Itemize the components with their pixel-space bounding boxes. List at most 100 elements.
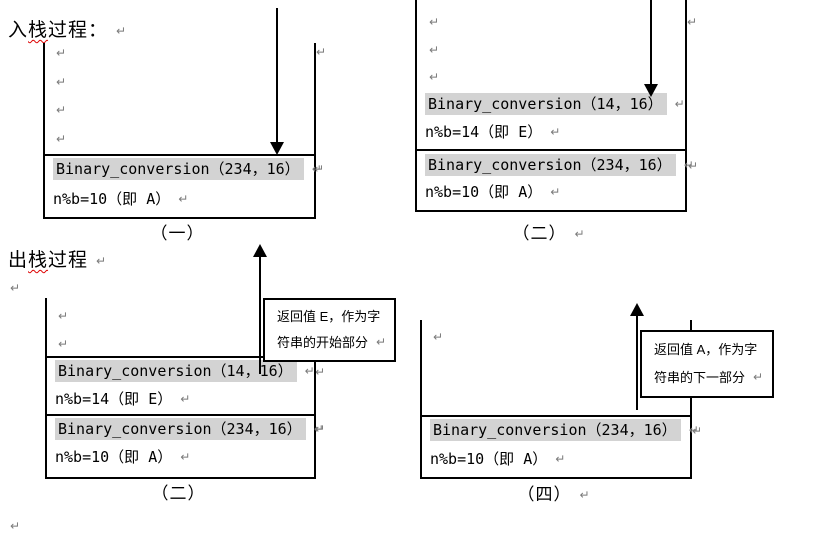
callout-text: 返回值 A，作为字 xyxy=(654,342,758,357)
up-arrow-icon xyxy=(630,303,644,316)
paragraph-mark-icon: ↵ xyxy=(56,132,67,146)
stack-call-row: Binary_conversion（14，16） ↵ xyxy=(55,360,315,382)
caption-text: （二） xyxy=(512,224,567,243)
highlighted-call-text: Binary_conversion（14，16） xyxy=(425,93,667,115)
paragraph-mark-icon: ↵ xyxy=(433,330,444,344)
stack-call-row: Binary_conversion（234，16） ↵ xyxy=(55,418,324,440)
stack-call-row: Binary_conversion（14，16） ↵ xyxy=(425,93,685,115)
mod-result-text: n%b=10（即 A） xyxy=(425,183,543,201)
paragraph-mark-icon: ↵ xyxy=(178,192,189,206)
mod-result-row: n%b=10（即 A） ↵ xyxy=(430,449,565,469)
highlighted-call-text: Binary_conversion（234，16） xyxy=(53,158,304,180)
callout-text: 符串的下一部分 xyxy=(654,370,746,385)
callout-text: 符串的开始部分 xyxy=(277,335,369,350)
paragraph-mark-icon: ↵ xyxy=(674,97,685,111)
up-arrow-shaft xyxy=(636,316,638,410)
spellcheck-squiggle: 栈 xyxy=(28,250,49,271)
paragraph-mark-icon: ↵ xyxy=(376,335,387,349)
stack-call-row: Binary_conversion（234，16） ↵ xyxy=(53,158,322,180)
paragraph-mark-icon: ↵ xyxy=(429,70,440,84)
mod-result-text: n%b=10（即 A） xyxy=(55,448,173,466)
callout-return-a: 返回值 A，作为字 符串的下一部分 ↵ xyxy=(640,330,774,398)
paragraph-mark-icon: ↵ xyxy=(315,365,326,379)
paragraph-mark-icon: ↵ xyxy=(683,158,694,172)
paragraph-mark-icon: ↵ xyxy=(574,227,586,241)
paragraph-mark-icon: ↵ xyxy=(314,162,325,176)
title-text: 过程： xyxy=(48,20,109,41)
stack-diagram-3: ↵ ↵ Binary_conversion（14，16） ↵ n%b=14（即 E… xyxy=(45,298,324,479)
paragraph-mark-icon: ↵ xyxy=(58,309,69,323)
push-process-title: 入栈过程： ↵ xyxy=(8,15,127,42)
paragraph-mark-icon: ↵ xyxy=(10,519,21,533)
frame-divider xyxy=(43,154,316,156)
mod-result-row: n%b=10（即 A） ↵ xyxy=(53,189,188,209)
mod-result-text: n%b=14（即 E） xyxy=(55,390,173,408)
paragraph-mark-icon: ↵ xyxy=(687,15,698,29)
frame-divider xyxy=(420,415,692,417)
caption-diagram-1: （一） xyxy=(150,224,205,243)
down-arrow-shaft xyxy=(276,8,278,143)
paragraph-mark-icon: ↵ xyxy=(313,422,324,436)
stack-diagram-2: ↵ ↵ ↵ Binary_conversion（14，16） ↵ n%b=14（即… xyxy=(415,0,694,212)
paragraph-mark-icon: ↵ xyxy=(555,452,566,466)
pop-process-title: 出栈过程 ↵ xyxy=(8,245,107,272)
paragraph-mark-icon: ↵ xyxy=(753,370,764,384)
paragraph-mark-icon: ↵ xyxy=(688,423,699,437)
down-arrow-shaft xyxy=(650,0,652,84)
paragraph-mark-icon: ↵ xyxy=(56,75,67,89)
up-arrow-icon xyxy=(253,244,267,257)
paragraph-mark-icon: ↵ xyxy=(304,364,315,378)
paragraph-mark-icon: ↵ xyxy=(56,46,67,60)
paragraph-mark-icon: ↵ xyxy=(579,488,591,502)
paragraph-mark-icon: ↵ xyxy=(116,24,128,38)
paragraph-mark-icon: ↵ xyxy=(10,281,21,295)
spellcheck-squiggle: 栈 xyxy=(28,20,49,41)
paragraph-mark-icon: ↵ xyxy=(56,103,67,117)
highlighted-call-text: Binary_conversion（234，16） xyxy=(425,154,676,176)
mod-result-row: n%b=10（即 A） ↵ xyxy=(55,447,190,467)
frame-divider xyxy=(415,149,687,151)
callout-return-e: 返回值 E，作为字 符串的开始部分 ↵ xyxy=(263,298,396,362)
frame-divider xyxy=(45,414,316,416)
highlighted-call-text: Binary_conversion（234，16） xyxy=(430,419,681,441)
caption-diagram-3: （二） xyxy=(151,484,206,503)
mod-result-row: n%b=14（即 E） ↵ xyxy=(55,389,190,409)
paragraph-mark-icon: ↵ xyxy=(315,422,326,436)
mod-result-text: n%b=10（即 A） xyxy=(53,190,171,208)
mod-result-row: n%b=10（即 A） ↵ xyxy=(425,182,560,202)
stack-call-row: Binary_conversion（234，16） ↵ xyxy=(425,154,694,176)
stack-diagram-1: ↵ ↵ ↵ ↵ Binary_conversion（234，16） ↵ n%b=1… xyxy=(43,43,322,219)
title-text: 过程 xyxy=(48,250,89,271)
caption-text: （四） xyxy=(517,485,572,504)
up-arrow-shaft xyxy=(259,256,261,374)
stack-call-row: Binary_conversion（234，16） ↵ xyxy=(430,419,699,441)
frame-divider xyxy=(45,356,316,358)
paragraph-mark-icon: ↵ xyxy=(550,185,561,199)
callout-text: 返回值 E，作为字 xyxy=(277,309,381,324)
paragraph-mark-icon: ↵ xyxy=(429,43,440,57)
caption-diagram-4: （四） ↵ xyxy=(420,480,688,505)
title-text: 入 xyxy=(8,20,29,41)
paragraph-mark-icon: ↵ xyxy=(316,45,327,59)
paragraph-mark-icon: ↵ xyxy=(96,254,108,268)
down-arrow-icon xyxy=(644,84,658,97)
paragraph-mark-icon: ↵ xyxy=(550,125,561,139)
callout-text: 符串的下一部分 ↵ xyxy=(654,364,766,392)
paragraph-mark-icon: ↵ xyxy=(180,450,191,464)
callout-text: 符串的开始部分 ↵ xyxy=(277,330,388,356)
title-text: 出 xyxy=(8,250,29,271)
highlighted-call-text: Binary_conversion（234，16） xyxy=(55,418,306,440)
down-arrow-icon xyxy=(270,142,284,155)
highlighted-call-text: Binary_conversion（14，16） xyxy=(55,360,297,382)
paragraph-mark-icon: ↵ xyxy=(429,15,440,29)
mod-result-row: n%b=14（即 E） ↵ xyxy=(425,122,560,142)
paragraph-mark-icon: ↵ xyxy=(58,337,69,351)
mod-result-text: n%b=10（即 A） xyxy=(430,450,548,468)
caption-diagram-2: （二） ↵ xyxy=(415,219,683,244)
paragraph-mark-icon: ↵ xyxy=(688,159,699,173)
mod-result-text: n%b=14（即 E） xyxy=(425,123,543,141)
paragraph-mark-icon: ↵ xyxy=(180,392,191,406)
stack-diagram-4: ↵ Binary_conversion（234，16） ↵ n%b=10（即 A）… xyxy=(420,320,699,479)
paragraph-mark-icon: ↵ xyxy=(311,162,322,176)
